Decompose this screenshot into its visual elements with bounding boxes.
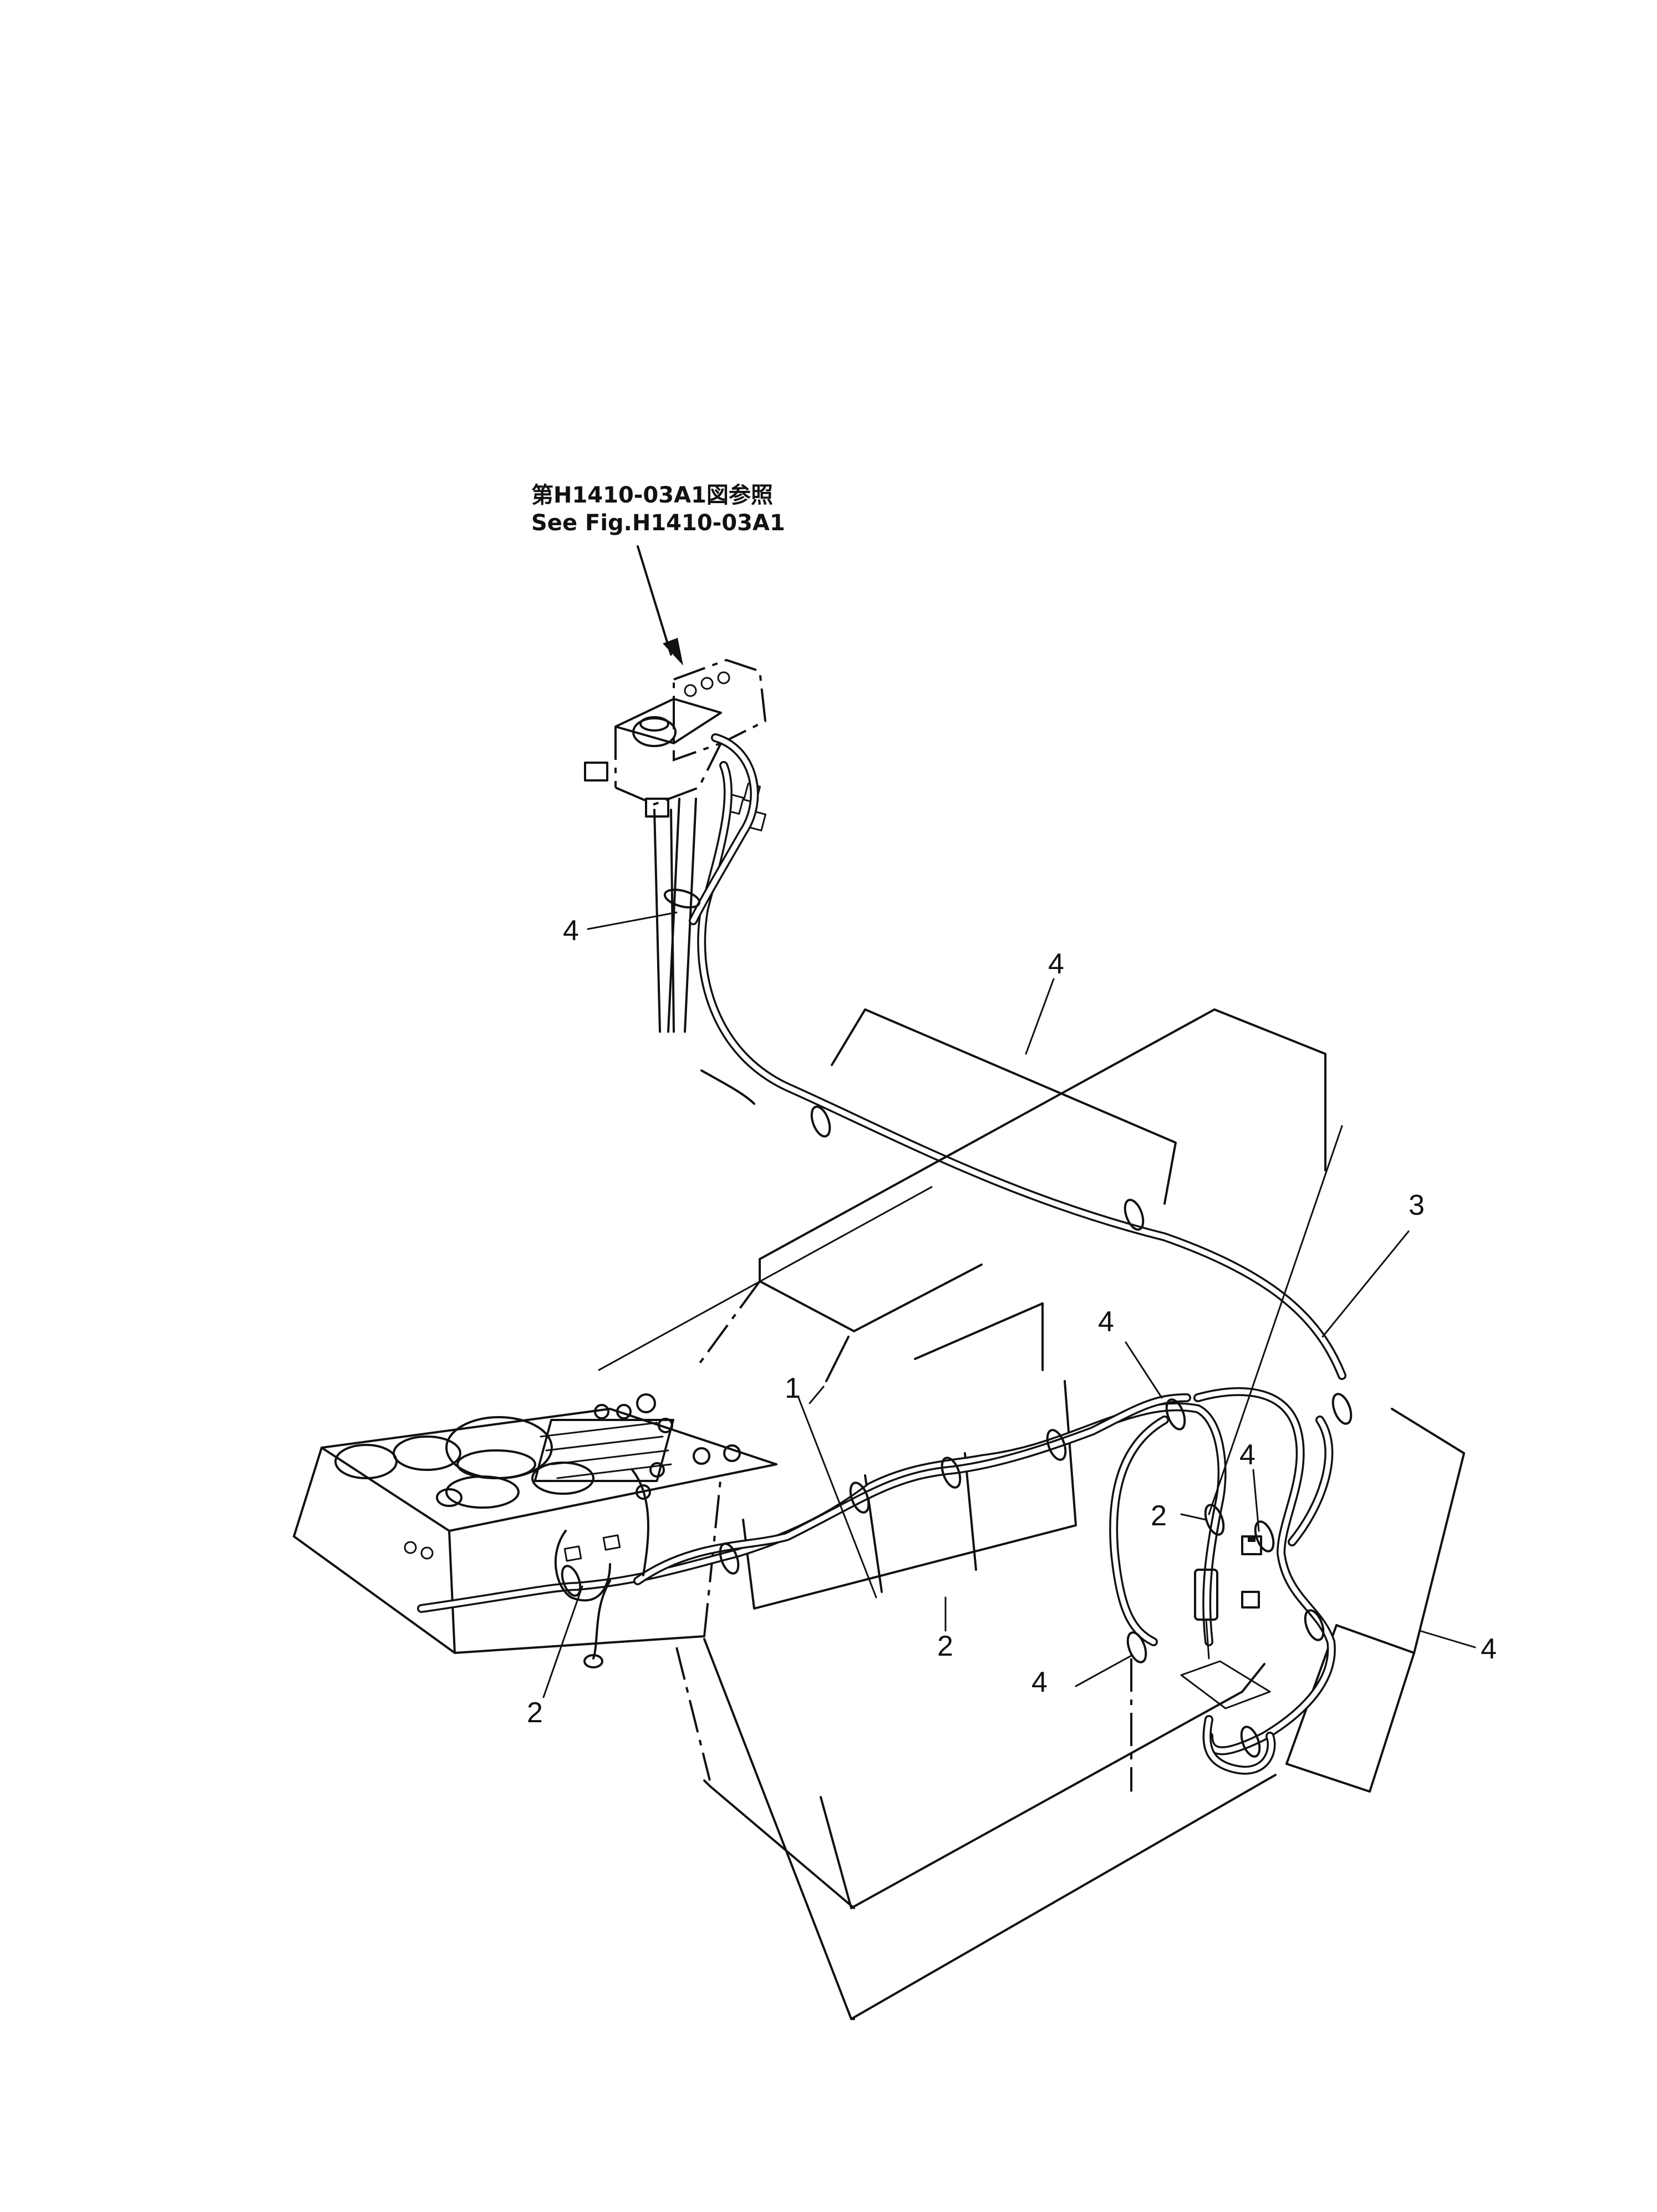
callout-2-panel: 2 xyxy=(527,1697,543,1729)
valve-block xyxy=(584,658,767,831)
callout-1: 1 xyxy=(785,1372,801,1404)
hose-clamps xyxy=(561,889,1353,1758)
callout-4-junction: 4 xyxy=(1239,1439,1256,1471)
machine-frame xyxy=(675,1008,1326,2020)
callout-leaders xyxy=(542,911,1476,1698)
reference-arrow xyxy=(637,545,683,666)
reference-note-japanese: 第H1410-03A1図参照 xyxy=(531,483,773,508)
valve-pipes xyxy=(653,798,697,1033)
callout-2-junction: 2 xyxy=(1151,1500,1167,1532)
lower-hose-harness xyxy=(417,1387,1336,1775)
callout-labels: 4 4 3 4 1 4 2 2 2 4 4 xyxy=(527,915,1497,1729)
callout-4-lower-left: 4 xyxy=(1031,1666,1048,1698)
callout-3: 3 xyxy=(1409,1189,1425,1221)
callout-4-mid: 4 xyxy=(1098,1306,1114,1338)
reference-note-english: See Fig.H1410-03A1 xyxy=(531,510,785,536)
reference-note: 第H1410-03A1図参照 See Fig.H1410-03A1 xyxy=(531,481,785,537)
callout-4-valve: 4 xyxy=(563,915,579,947)
junction-connectors xyxy=(1180,1535,1271,1709)
callout-4-right: 4 xyxy=(1481,1633,1497,1665)
callout-4-upper-bracket: 4 xyxy=(1048,948,1064,980)
upper-hose-run xyxy=(689,733,1346,1380)
callout-2-lower: 2 xyxy=(937,1630,953,1662)
clamp-bracket-boxes xyxy=(742,1008,1465,1793)
instrument-panel xyxy=(293,1393,777,1654)
